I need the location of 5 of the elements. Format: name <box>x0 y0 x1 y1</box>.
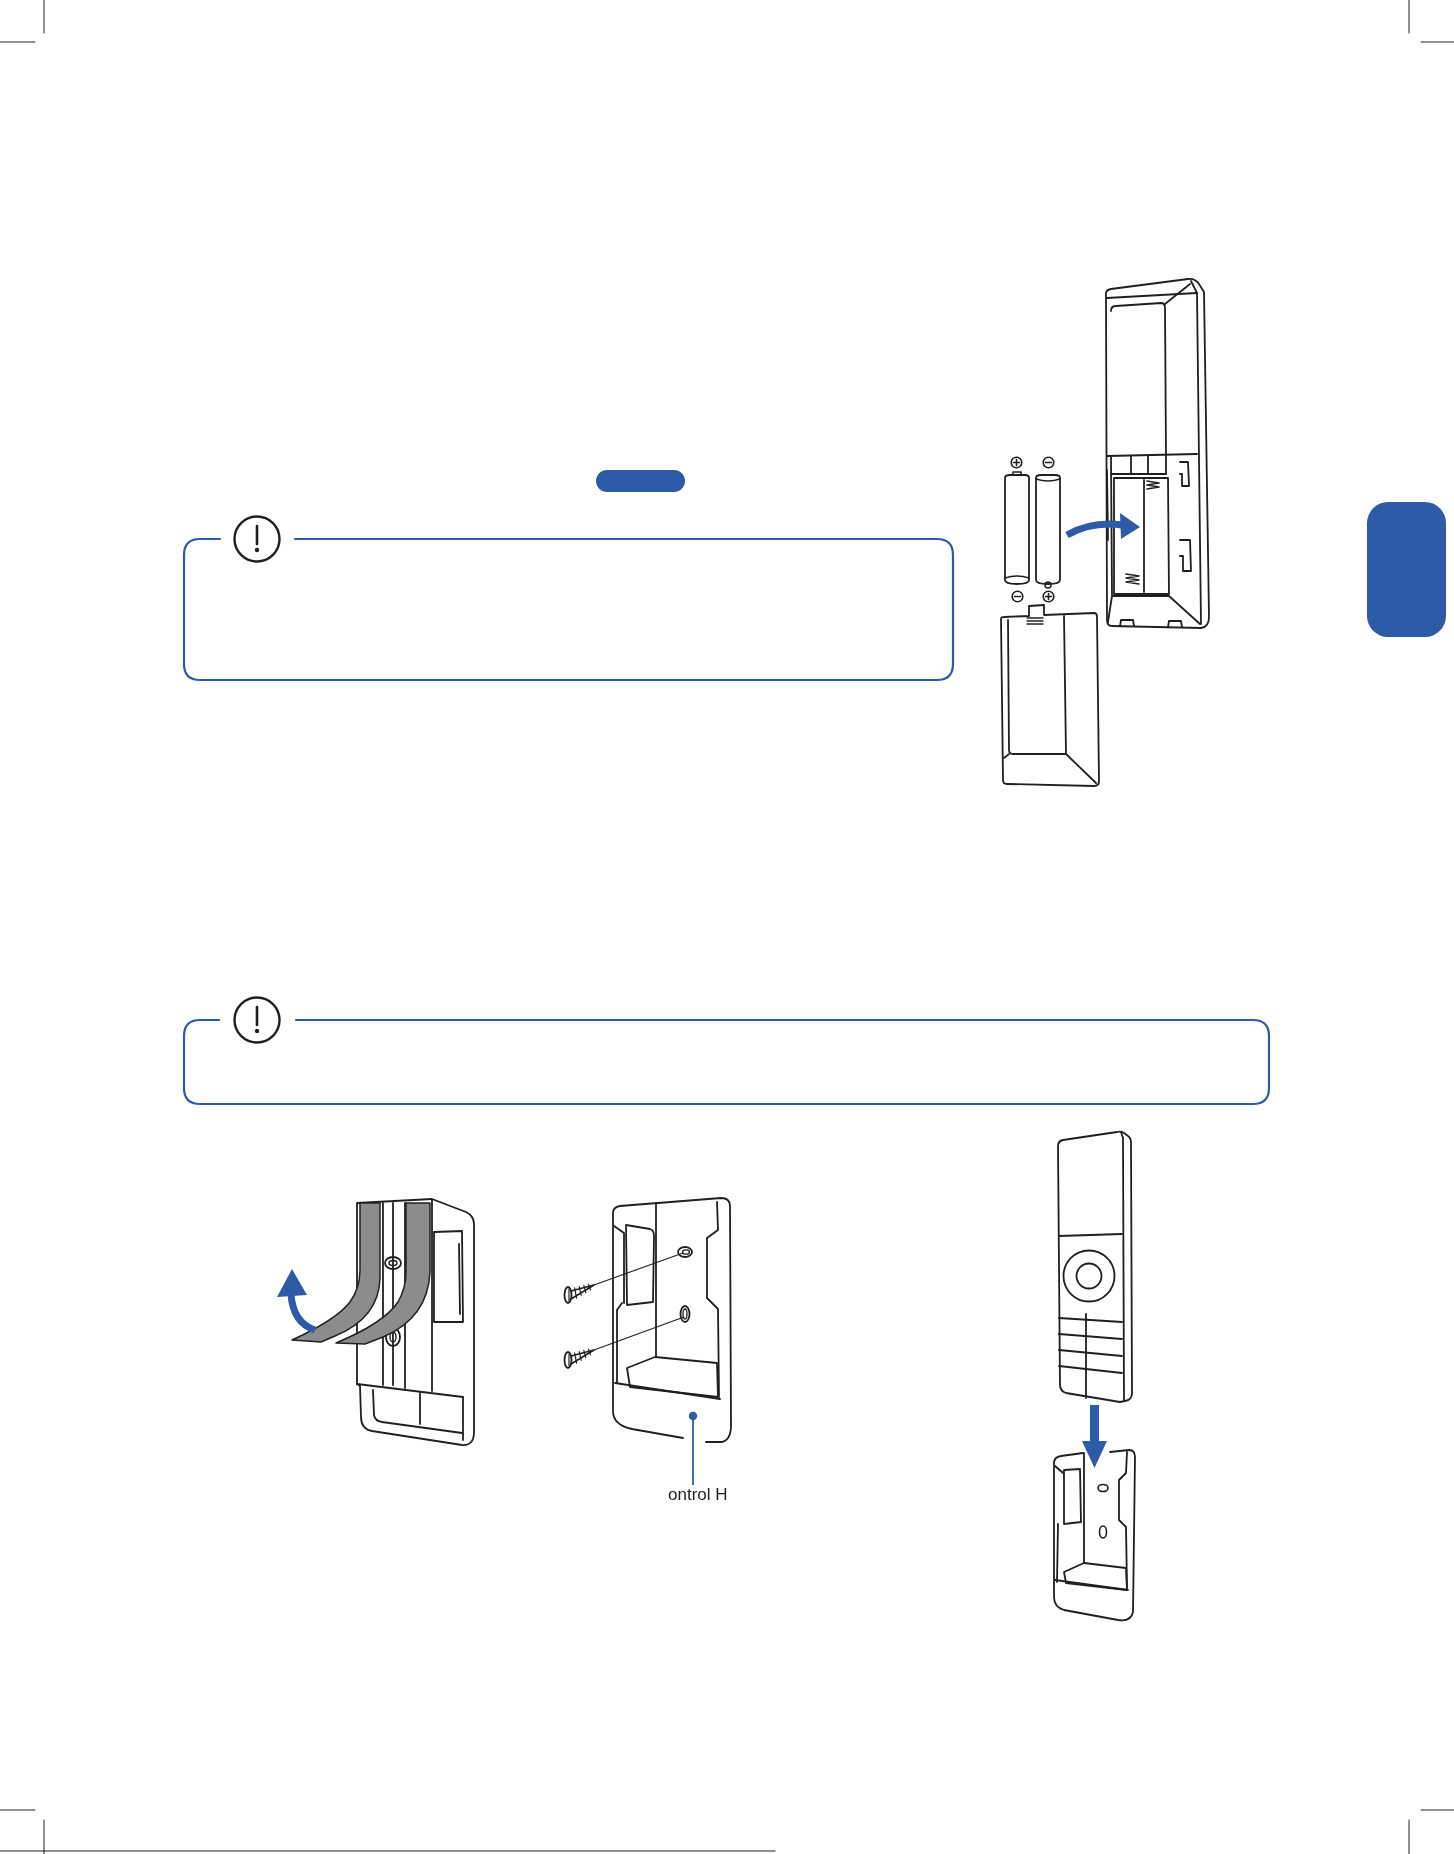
badge-pill <box>596 470 685 492</box>
wall-holder-drawing <box>562 1196 734 1446</box>
side-tab <box>1367 502 1446 637</box>
leader-line <box>688 1411 698 1486</box>
part-label: ontrol H <box>668 1485 728 1505</box>
